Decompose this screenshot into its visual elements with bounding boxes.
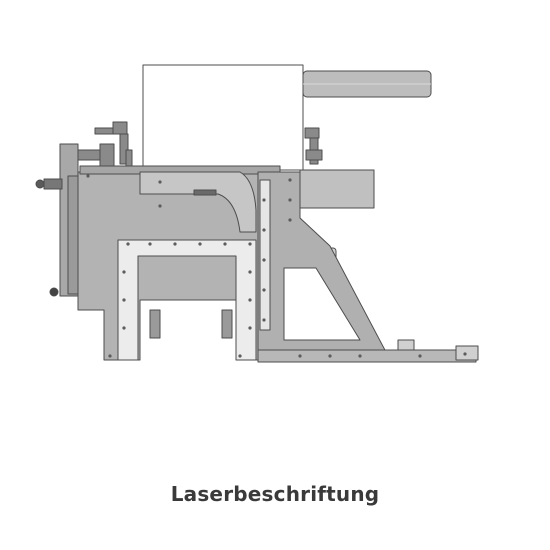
base-rail: [257, 349, 477, 363]
laser-marking-unit-drawing: [35, 64, 479, 363]
vertical-strip: [259, 179, 271, 331]
upper-panel: [139, 171, 257, 233]
knob: [35, 179, 45, 189]
bolt-holes: [86, 174, 467, 358]
inner-frame: [117, 239, 257, 361]
right-beam: [299, 169, 375, 209]
left-fittings: [77, 121, 133, 169]
top-housing: [142, 64, 304, 171]
caption-title: Laserbeschriftung: [170, 482, 380, 506]
right-fitting: [304, 127, 323, 165]
